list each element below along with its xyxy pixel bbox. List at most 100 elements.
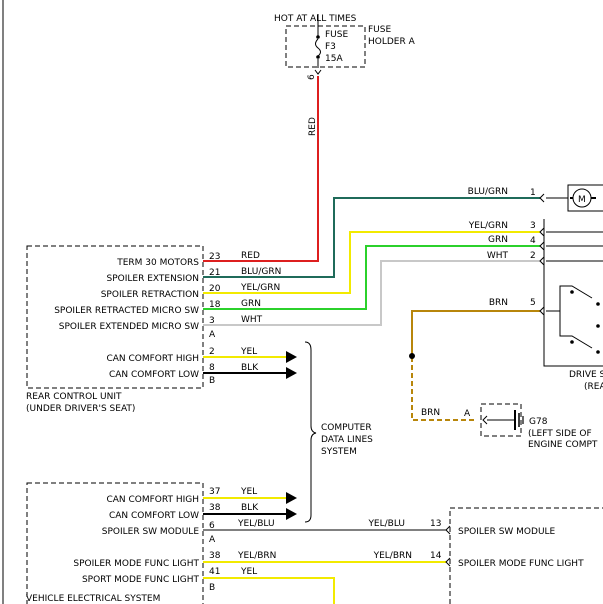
- ves-connector-a: A: [209, 535, 216, 545]
- spoiler-switch-label-2: SPOILER MODE FUNC LIGHT: [458, 559, 584, 569]
- drive-switch-pivot-1: [570, 290, 574, 294]
- drive-wire-label-wht: WHT: [487, 251, 509, 261]
- ground-location-2: ENGINE COMPT: [528, 440, 598, 450]
- rcu-label-spoiler-ret: SPOILER RETRACTION: [101, 290, 199, 300]
- ves-label-spoiler-sw: SPOILER SW MODULE: [102, 527, 200, 537]
- ves-wire-blk: BLK: [241, 503, 259, 513]
- spoiler-switch-pin-13: 13: [430, 519, 441, 529]
- ves-pin-6: 6: [209, 521, 215, 531]
- data-lines-brace: [304, 341, 317, 523]
- drive-switch-contacts: [546, 285, 593, 349]
- spoiler-switch-wire-yel-brn: YEL/BRN: [373, 551, 412, 561]
- ves-pin-41: 41: [209, 567, 220, 577]
- rcu-label-can-low: CAN COMFORT LOW: [109, 370, 199, 380]
- drive-pin-1: 1: [530, 188, 536, 198]
- arrow-can-low-rear: [286, 367, 297, 379]
- rcu-wire-blk: BLK: [241, 363, 259, 373]
- rcu-pin-2: 2: [209, 347, 215, 357]
- rcu-connector-b: B: [209, 376, 215, 386]
- fuse-holder-label-1: FUSE: [368, 25, 391, 35]
- ves-wire-yel-brn: YEL/BRN: [237, 551, 276, 561]
- data-lines-label-3: SYSTEM: [321, 447, 357, 457]
- spoiler-switch-label-1: SPOILER SW MODULE: [458, 527, 556, 537]
- arrow-can-high-rear: [286, 351, 297, 363]
- rcu-wire-yel-grn: YEL/GRN: [240, 283, 280, 293]
- wire-brn-splice: [409, 353, 415, 359]
- drive-pin-5: 5: [530, 298, 536, 308]
- fuse-label: FUSE: [325, 30, 348, 40]
- wire-blu-grn: [203, 197, 540, 278]
- drive-switch-housing: [543, 219, 603, 367]
- ves-label-sport-mode: SPORT MODE FUNC LIGHT: [82, 575, 200, 585]
- ground-box: [480, 403, 522, 437]
- drive-pin-4: 4: [530, 236, 536, 246]
- spoiler-switch-box: [449, 507, 603, 604]
- ves-wire-yel-blu: YEL/BLU: [237, 519, 275, 529]
- ground-icon: [514, 410, 524, 430]
- drive-wire-label-brn: BRN: [489, 298, 508, 308]
- rcu-pin-23: 23: [209, 252, 220, 262]
- spoiler-switch-pin-14: 14: [430, 551, 442, 561]
- rcu-pin-3: 3: [209, 316, 215, 326]
- rcu-wire-yel: YEL: [240, 347, 257, 357]
- ground-location-1: (LEFT SIDE OF: [528, 429, 592, 439]
- ves-wire-yel: YEL: [240, 487, 257, 497]
- drive-pin-3: 3: [530, 221, 536, 231]
- drive-wire-label-blu-grn: BLU/GRN: [468, 187, 508, 197]
- rcu-pin-18: 18: [209, 300, 221, 310]
- drive-connector-chevrons: [539, 193, 545, 316]
- arrow-can-high-vehicle: [286, 492, 297, 504]
- wire-brn-dashed: [411, 357, 476, 421]
- fuse-id: F3: [325, 42, 336, 52]
- drive-switch-pivot-2: [570, 340, 574, 344]
- ves-label-can-low: CAN COMFORT LOW: [109, 511, 199, 521]
- drive-switch-contact-2: [596, 324, 600, 328]
- ground-wire-label: BRN: [421, 408, 440, 418]
- ves-label-can-high: CAN COMFORT HIGH: [106, 495, 199, 505]
- ground-id: G78: [529, 417, 548, 427]
- drive-label-1: DRIVE S: [569, 370, 603, 380]
- wire-wht: [203, 260, 540, 326]
- rcu-pin-8: 8: [209, 363, 215, 373]
- rcu-label-can-high: CAN COMFORT HIGH: [106, 354, 199, 364]
- rcu-label-spoiler-ext: SPOILER EXTENSION: [107, 274, 200, 284]
- rcu-pin-20: 20: [209, 284, 221, 294]
- ves-label-spoiler-mode: SPOILER MODE FUNC LIGHT: [73, 559, 199, 569]
- wire-yel-sport: [203, 577, 335, 604]
- drive-wire-label-yel-grn: YEL/GRN: [468, 221, 508, 231]
- rcu-wire-grn: GRN: [241, 299, 261, 309]
- ves-pin-38a: 38: [209, 503, 221, 513]
- wire-red-vertical-label: RED: [308, 117, 318, 136]
- spoiler-switch-chevron-2: [445, 557, 451, 567]
- rcu-label-term30: TERM 30 MOTORS: [116, 258, 199, 268]
- rcu-connector-a: A: [209, 330, 216, 340]
- spoiler-switch-chevron-1: [445, 525, 451, 535]
- drive-switch-contact-3: [596, 350, 600, 354]
- wire-grn: [203, 245, 540, 310]
- fuse-pin-number: 6: [307, 74, 317, 80]
- drive-label-2: (REA: [584, 382, 603, 392]
- wire-red: [203, 76, 319, 262]
- ves-pin-38b: 38: [209, 551, 221, 561]
- motor-housing: [567, 184, 603, 212]
- ground-connector-label: A: [464, 409, 471, 419]
- fuse-connector-chevron: [314, 69, 322, 75]
- wire-yel-grn: [203, 231, 540, 294]
- rear-control-unit-box: [26, 245, 204, 389]
- rcu-label-ret-micro: SPOILER RETRACTED MICRO SW: [54, 306, 199, 316]
- arrow-can-low-vehicle: [286, 508, 297, 520]
- fuse-holder-label-2: HOLDER A: [368, 37, 416, 47]
- drive-pin-2: 2: [530, 251, 536, 261]
- ves-pin-37: 37: [209, 487, 220, 497]
- rcu-label-ext-micro: SPOILER EXTENDED MICRO SW: [59, 322, 199, 332]
- wire-brn: [411, 310, 540, 355]
- drive-wire-label-grn: GRN: [488, 235, 508, 245]
- fuse-holder-box: [285, 25, 366, 68]
- fuse-icon: [315, 14, 321, 68]
- fuse-rating: 15A: [325, 54, 343, 64]
- ground-connector-chevron: [482, 415, 488, 425]
- spoiler-switch-wire-yel-blu: YEL/BLU: [367, 519, 405, 529]
- vehicle-electrical-name: VEHICLE ELECTRICAL SYSTEM: [26, 594, 160, 604]
- rcu-wire-blu-grn: BLU/GRN: [241, 267, 281, 277]
